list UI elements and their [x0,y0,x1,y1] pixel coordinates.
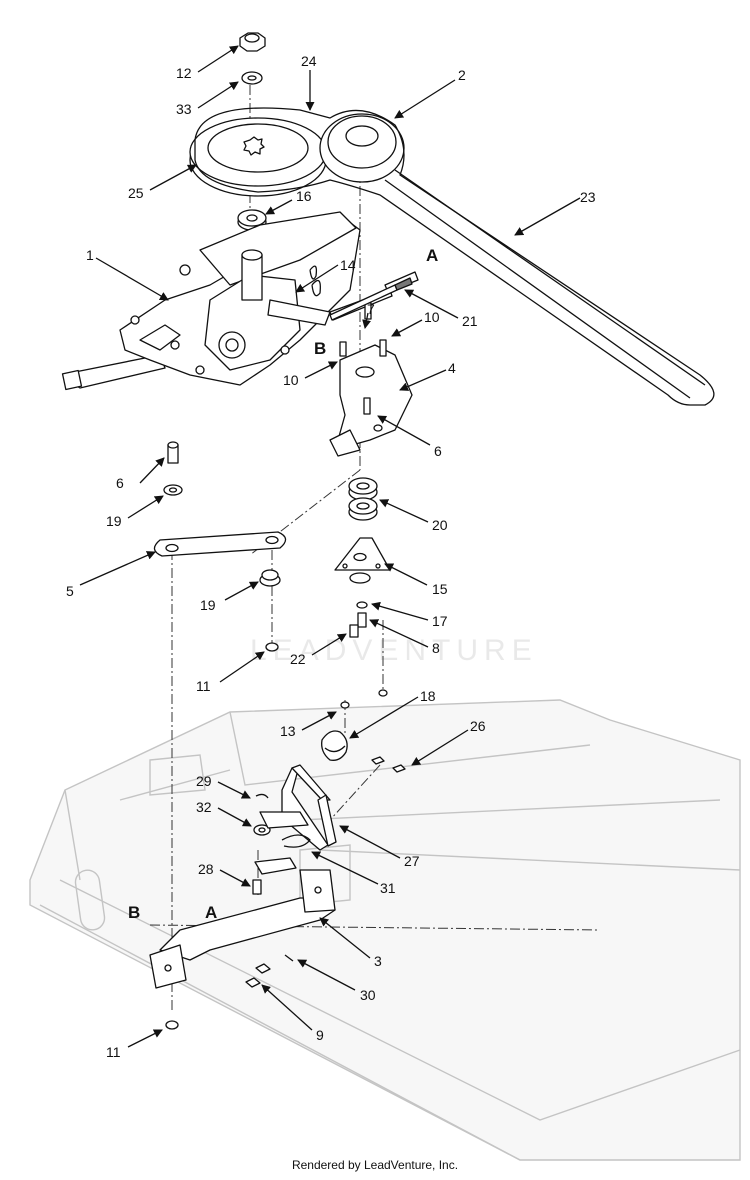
stud-8 [357,612,367,628]
callout-5: 5 [66,583,74,599]
callout-30: 30 [360,987,376,1003]
callout-9: 9 [316,1027,324,1043]
clip-14 [311,279,321,297]
nut-11-middle [265,642,279,652]
spring-clip-31 [281,834,311,848]
callout-31: 31 [380,880,396,896]
callout-4: 4 [448,360,456,376]
callout-1: 1 [86,247,94,263]
callout-10-left: 10 [283,372,299,388]
cotter-30 [284,954,294,962]
link-plate [153,531,287,557]
mount-plate-15 [334,537,391,584]
lever-plate [259,811,309,829]
bolt-6-head [167,441,179,449]
bolts-26 [371,756,406,773]
callout-6-right: 6 [434,443,442,459]
callout-21: 21 [462,313,478,329]
callout-19-upper: 19 [106,513,122,529]
callout-33: 33 [176,101,192,117]
shift-knob [321,730,348,761]
callout-11-middle: 11 [196,678,211,694]
callout-numbers: 12 33 24 2 25 16 23 1 14 21 7 10 10 4 6 … [66,53,596,1060]
bolt-22 [349,624,359,638]
callout-28: 28 [198,861,214,877]
washer-17 [356,601,368,609]
bushing-19 [259,569,281,587]
washer-19-upper-hole [168,487,178,493]
washer-32-hole [258,827,266,833]
callout-26: 26 [470,718,486,734]
shift-lever [281,764,337,851]
callout-7: 7 [367,301,375,317]
callout-29: 29 [196,773,212,789]
watermark-text: LEADVENTURE [250,634,538,667]
pivot-bracket-3 [149,869,336,989]
transaxle [61,211,419,391]
ref-letter-b-bottom: B [128,903,140,922]
callout-20: 20 [432,517,448,533]
drive-belt [194,107,715,406]
footer-credit: Rendered by LeadVenture, Inc. [291,1158,459,1172]
top-nut [239,32,266,52]
callout-19-lower: 19 [200,597,216,613]
pin-28 [252,879,262,895]
callout-15: 15 [432,581,448,597]
nut-13-right [378,689,388,697]
ref-letter-a-top: A [426,246,438,265]
callout-8: 8 [432,640,440,656]
large-pulley [189,117,327,197]
callout-6-left: 6 [116,475,124,491]
nut-13 [340,701,350,709]
callout-18: 18 [420,688,436,704]
callout-leaders [79,45,581,1048]
callout-25: 25 [128,185,144,201]
callout-12: 12 [176,65,192,81]
callout-14: 14 [340,257,356,273]
shift-rod-21 [329,277,413,321]
bolts-9 [245,963,271,988]
ref-letter-a-bottom: A [205,903,217,922]
callout-13: 13 [280,723,296,739]
small-pulley [319,113,405,183]
callout-22: 22 [290,651,306,667]
callout-32: 32 [196,799,212,815]
callout-10-right: 10 [424,309,440,325]
tractor-frame [29,699,741,1161]
callout-3: 3 [374,953,382,969]
callout-16: 16 [296,188,312,204]
callout-23: 23 [580,189,596,205]
top-washer-hole [247,75,257,81]
ref-letter-b-top: B [314,339,326,358]
spacer-20 [348,477,378,521]
lever-link [254,857,297,875]
shift-bracket [329,302,413,457]
callout-2: 2 [458,67,466,83]
cotter-pin-29 [255,793,269,799]
nut-11-bottom [165,1020,179,1030]
callout-11-bottom: 11 [106,1044,121,1060]
callout-17: 17 [432,613,448,629]
callout-27: 27 [404,853,420,869]
callout-24: 24 [301,53,317,69]
